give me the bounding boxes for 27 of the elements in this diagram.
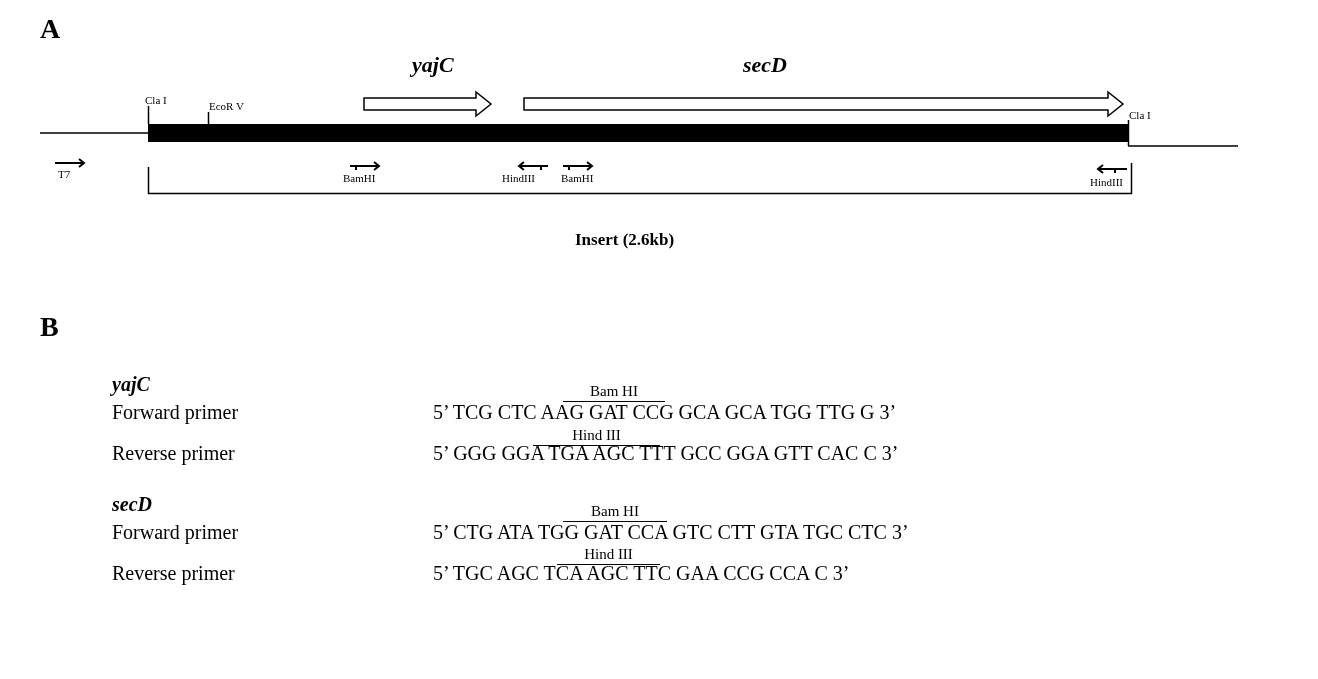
site-label: EcoR V [209, 101, 244, 112]
primer-label: BamHI [343, 173, 376, 184]
primer-name: Forward primer [112, 522, 239, 542]
primer-name: Reverse primer [112, 563, 235, 583]
gene-name: yajC [412, 54, 454, 76]
panel-letter: A [40, 15, 61, 43]
restriction-site-label: Bam HI [563, 504, 667, 522]
primer-sequence: 5’ TCG CTC AAG GAT CCG GCA GCA TGG TTG G 3’ [433, 402, 897, 422]
primer-sequence: 5’ TGC AGC TCA AGC TTC GAA CCG CCA C 3’ [433, 563, 850, 583]
gene-name: yajC [112, 374, 150, 394]
primer-label: T7 [58, 169, 71, 180]
primer-label: BamHI [561, 173, 594, 184]
restriction-site-label: Hind III [533, 428, 660, 446]
site-label: Cla I [1129, 110, 1151, 121]
restriction-site-label: Hind III [557, 547, 660, 565]
primer-sequence: 5’ GGG GGA TGA AGC TTT GCC GGA GTT CAC C 3’ [433, 443, 899, 463]
restriction-site-label: Bam HI [563, 384, 665, 402]
gene-name: secD [743, 54, 787, 76]
primer-name: Forward primer [112, 402, 239, 422]
primer-name: Reverse primer [112, 443, 235, 463]
primer-label: HindIII [1090, 177, 1123, 188]
primer-label: HindIII [502, 173, 535, 184]
panel-letter: B [40, 313, 59, 341]
site-label: Cla I [145, 95, 167, 106]
primer-sequence: 5’ CTG ATA TGG GAT CCA GTC CTT GTA TGC CTC 3’ [433, 522, 909, 542]
insert-size-label: Insert (2.6kb) [575, 231, 675, 248]
gene-name: secD [112, 494, 152, 514]
